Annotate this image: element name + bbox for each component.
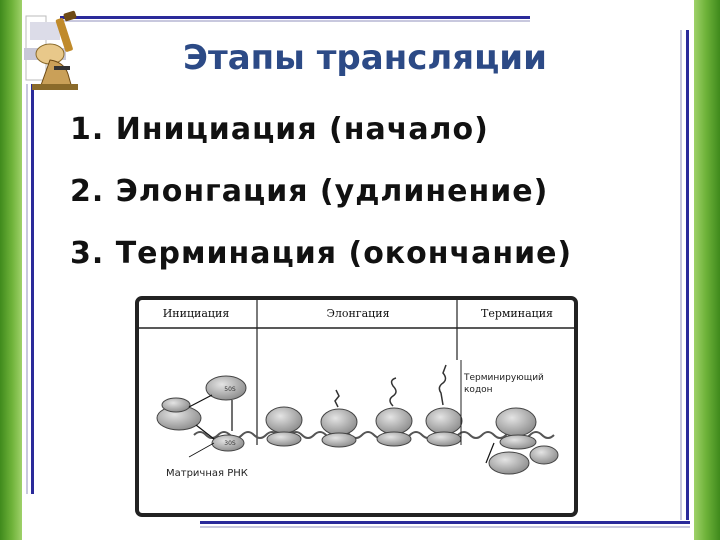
col-header-termination: Терминация bbox=[481, 307, 553, 320]
mrna-strand bbox=[193, 431, 555, 439]
bottom-rule-shadow bbox=[200, 526, 690, 528]
ribosome-30s-left-top bbox=[161, 397, 191, 413]
col-header-elongation: Элонгация bbox=[326, 307, 389, 320]
stage-initiation: 1. Инициация (начало) bbox=[70, 112, 489, 147]
terminating-ribosome bbox=[495, 407, 537, 450]
col-header-initiation: Инициация bbox=[163, 307, 230, 320]
stage-termination: 3. Терминация (окончание) bbox=[70, 236, 573, 271]
ribosome-label: 30S bbox=[224, 440, 236, 447]
ribosome-50s-subunit bbox=[205, 375, 247, 401]
left-rule-shadow bbox=[26, 84, 28, 494]
diagram-frame bbox=[135, 296, 578, 517]
right-green-border bbox=[694, 0, 720, 540]
released-subunits bbox=[488, 445, 559, 475]
left-rule bbox=[31, 84, 34, 494]
elongating-ribosome-3 bbox=[375, 377, 413, 447]
stage-elongation: 2. Элонгация (удлинение) bbox=[70, 174, 549, 209]
right-rule-shadow bbox=[680, 30, 682, 520]
translation-diagram: Инициация Элонгация Терминация 50S 30S Т… bbox=[135, 296, 578, 517]
mrna-label: Матричная РНК bbox=[166, 468, 248, 479]
bottom-rule bbox=[200, 521, 690, 524]
microscope-icon bbox=[24, 10, 78, 90]
terminating-codon-label-line2: кодон bbox=[464, 385, 493, 395]
right-rule bbox=[686, 30, 689, 520]
left-green-border bbox=[0, 0, 22, 540]
arrow-2 bbox=[195, 424, 215, 440]
terminating-codon-label-line1: Терминирующий bbox=[463, 373, 544, 383]
elongating-ribosome-1 bbox=[265, 406, 303, 447]
mrna-pointer bbox=[188, 442, 215, 458]
top-rule bbox=[60, 16, 530, 19]
arrow-1 bbox=[188, 394, 213, 408]
ribosome-30s-on-mrna bbox=[211, 434, 245, 452]
subunit-label: 50S bbox=[224, 386, 236, 393]
top-rule-shadow bbox=[60, 20, 530, 22]
arrow-4 bbox=[485, 442, 495, 464]
elongating-ribosome-2 bbox=[320, 389, 358, 448]
slide-title: Этапы трансляции bbox=[183, 38, 547, 78]
